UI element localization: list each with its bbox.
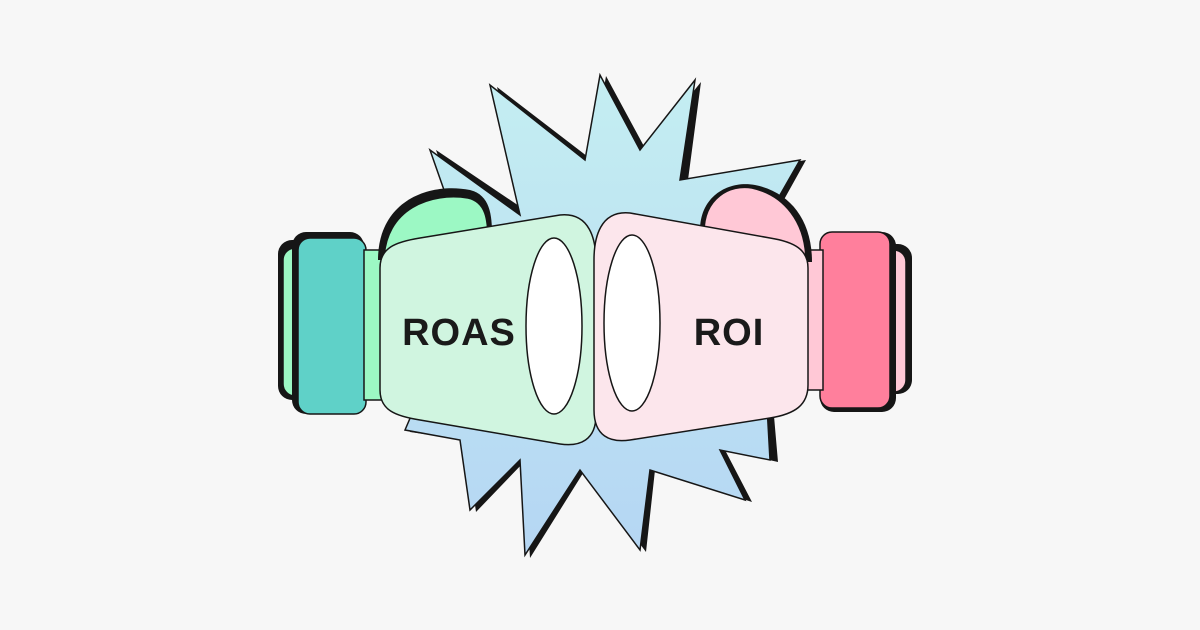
left-cuff xyxy=(297,237,367,415)
left-glove: ROAS xyxy=(278,188,597,446)
left-glove-fist-face xyxy=(525,237,583,415)
right-cuff xyxy=(819,231,891,409)
right-glove-fist-face xyxy=(603,234,661,412)
roas-label: ROAS xyxy=(402,312,516,354)
right-glove: ROI xyxy=(593,184,912,442)
roi-label: ROI xyxy=(694,312,765,354)
